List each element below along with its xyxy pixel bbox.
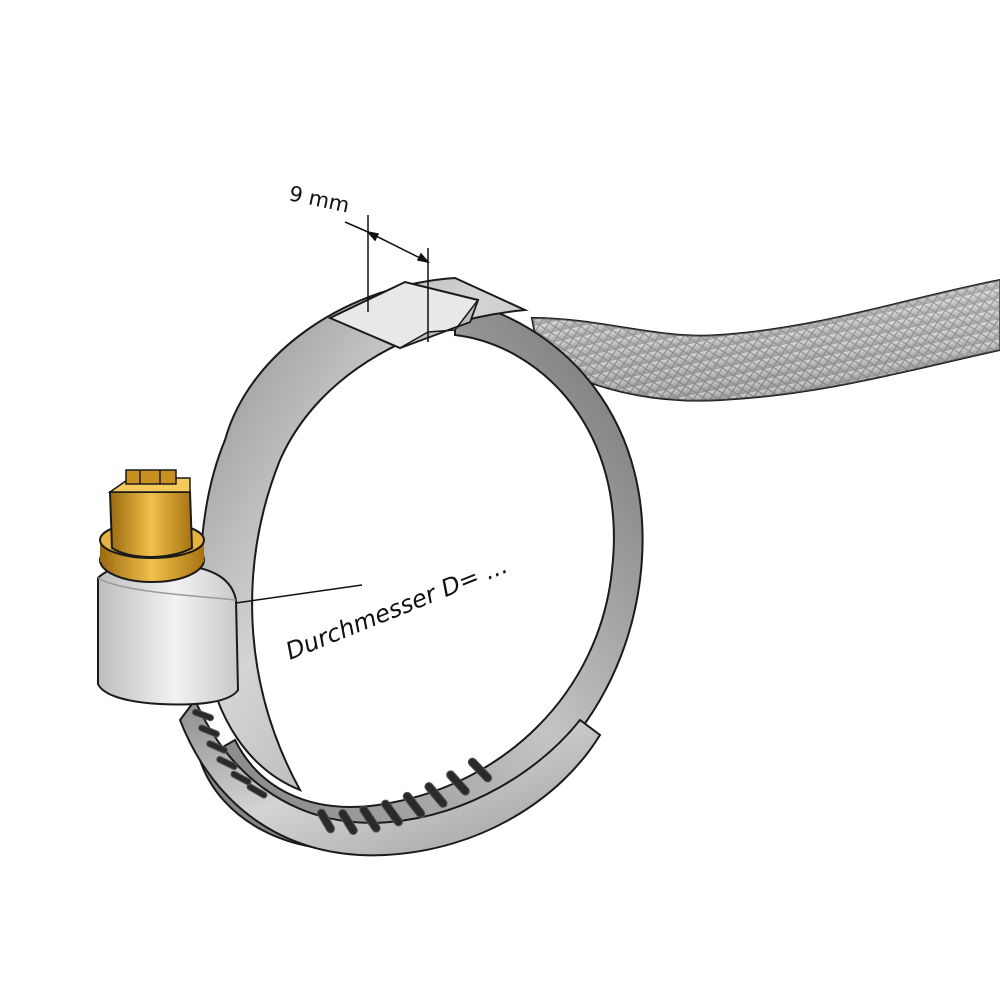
width-dimension-label: 9 mm xyxy=(287,181,352,217)
width-dimension-lines xyxy=(344,215,431,342)
diameter-label: Durchmesser D= ... xyxy=(282,551,512,666)
diameter-leader-line xyxy=(235,584,363,604)
band-slots xyxy=(191,708,493,835)
brass-screw xyxy=(99,469,205,583)
clamp-band xyxy=(178,276,644,857)
screw-housing xyxy=(97,562,240,706)
band-overlap-tab xyxy=(327,280,480,350)
